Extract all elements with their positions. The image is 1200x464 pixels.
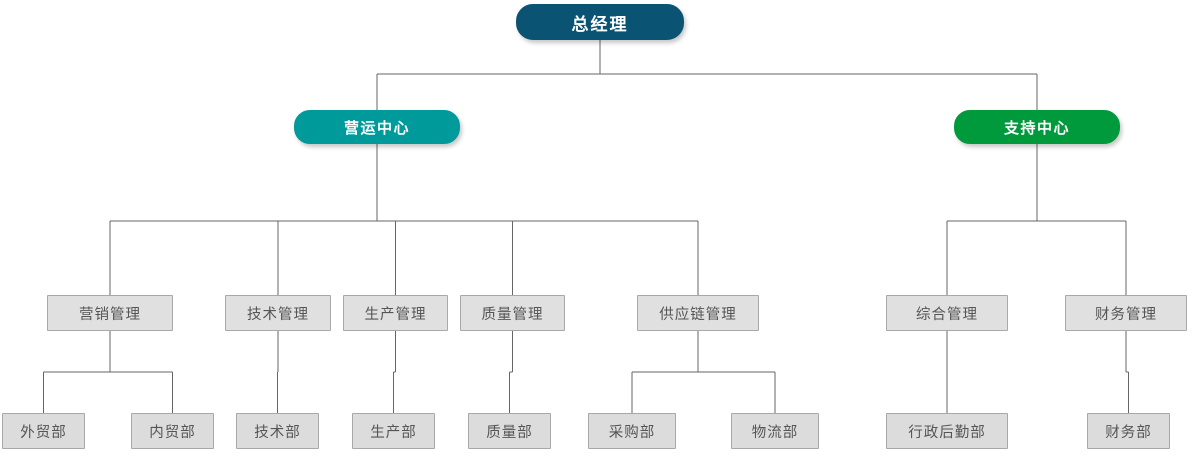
org-node-n19[interactable]: 财务部 — [1087, 413, 1170, 449]
org-node-n3[interactable]: 支持中心 — [954, 110, 1120, 144]
org-node-n17[interactable]: 物流部 — [731, 413, 819, 449]
org-node-n14[interactable]: 生产部 — [352, 413, 435, 449]
org-node-n11[interactable]: 外贸部 — [2, 413, 85, 449]
org-node-label: 物流部 — [751, 424, 799, 441]
org-node-label: 行政后勤部 — [908, 424, 986, 441]
org-node-label: 质量管理 — [481, 306, 544, 323]
org-node-label: 质量部 — [486, 424, 533, 441]
org-node-label: 综合管理 — [916, 306, 978, 323]
org-node-label: 外贸部 — [20, 424, 67, 441]
org-node-n2[interactable]: 营运中心 — [294, 110, 460, 144]
org-node-label: 财务部 — [1105, 424, 1152, 441]
org-node-label: 支持中心 — [1003, 118, 1070, 137]
org-node-label: 技术部 — [254, 424, 301, 441]
org-node-label: 营运中心 — [343, 118, 410, 137]
org-node-n9[interactable]: 综合管理 — [886, 295, 1008, 331]
org-node-n12[interactable]: 内贸部 — [131, 413, 214, 449]
org-node-label: 生产管理 — [364, 306, 427, 323]
org-node-n4[interactable]: 营销管理 — [47, 295, 173, 331]
org-node-n7[interactable]: 质量管理 — [460, 295, 565, 331]
org-node-label: 财务管理 — [1095, 306, 1157, 323]
org-node-label: 技术管理 — [247, 306, 309, 323]
org-node-n13[interactable]: 技术部 — [236, 413, 319, 449]
org-node-n6[interactable]: 生产管理 — [343, 295, 448, 331]
org-node-n8[interactable]: 供应链管理 — [637, 295, 759, 331]
org-node-n18[interactable]: 行政后勤部 — [886, 413, 1008, 449]
org-node-label: 总经理 — [571, 14, 629, 35]
org-node-n10[interactable]: 财务管理 — [1065, 295, 1187, 331]
org-node-n16[interactable]: 采购部 — [588, 413, 676, 449]
org-node-label: 供应链管理 — [659, 306, 737, 323]
org-node-label: 内贸部 — [149, 424, 196, 441]
org-node-n15[interactable]: 质量部 — [468, 413, 551, 449]
org-node-label: 营销管理 — [79, 306, 141, 323]
org-node-n5[interactable]: 技术管理 — [225, 295, 331, 331]
org-node-label: 生产部 — [370, 424, 417, 441]
org-node-n1[interactable]: 总经理 — [516, 4, 684, 40]
org-node-label: 采购部 — [608, 424, 656, 441]
